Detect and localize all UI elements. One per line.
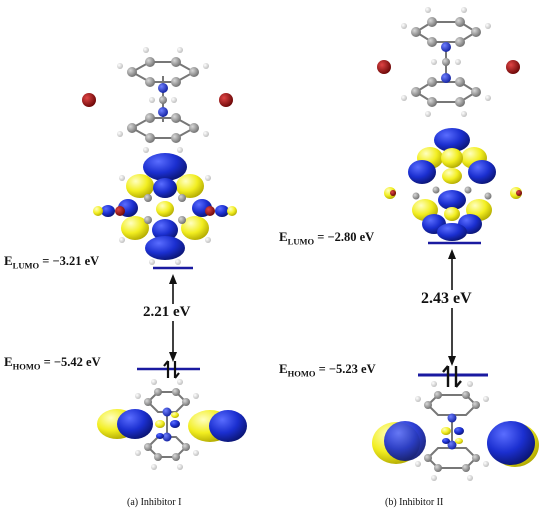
energy-symbol: E [279,229,288,244]
panel-a [82,47,247,470]
homo-subscript: HOMO [12,361,41,372]
energy-symbol: E [279,361,288,376]
bromide-ion [82,93,96,107]
homo-energy-label-b: EHOMO = −5.23 eV [279,361,376,379]
caption-panel-a: (a) Inhibitor I [127,497,182,508]
molecule-structure-b [377,7,520,117]
electron-pair-b [442,365,462,388]
gap-arrow-b [448,249,456,366]
molecule-structure-a [82,47,233,153]
homo-subscript: HOMO [287,368,316,379]
lumo-subscript: LUMO [287,236,315,247]
energy-gap-label-a: 2.21 eV [141,304,193,321]
lumo-value: = −3.21 eV [39,254,100,268]
homo-value: = −5.42 eV [40,355,101,369]
panel-b [372,7,539,481]
lumo-energy-label-b: ELUMO = −2.80 eV [279,229,374,247]
homo-value: = −5.23 eV [315,362,376,376]
lumo-subscript: LUMO [12,260,40,271]
homo-orbital-a [97,379,247,470]
lumo-orbital-b [384,128,522,241]
lumo-energy-label-a: ELUMO = −3.21 eV [4,253,99,271]
homo-energy-label-a: EHOMO = −5.42 eV [4,354,101,372]
caption-panel-b: (b) Inhibitor II [385,497,444,508]
energy-symbol: E [4,354,13,369]
bromide-ion [219,93,233,107]
energy-gap-label-b: 2.43 eV [419,290,474,308]
bromide-ion [506,60,520,74]
bromide-ion [377,60,391,74]
energy-symbol: E [4,253,13,268]
homo-orbital-b [372,381,539,481]
electron-pair-a [163,360,180,379]
lumo-value: = −2.80 eV [314,230,375,244]
lumo-orbital-a [93,153,237,265]
